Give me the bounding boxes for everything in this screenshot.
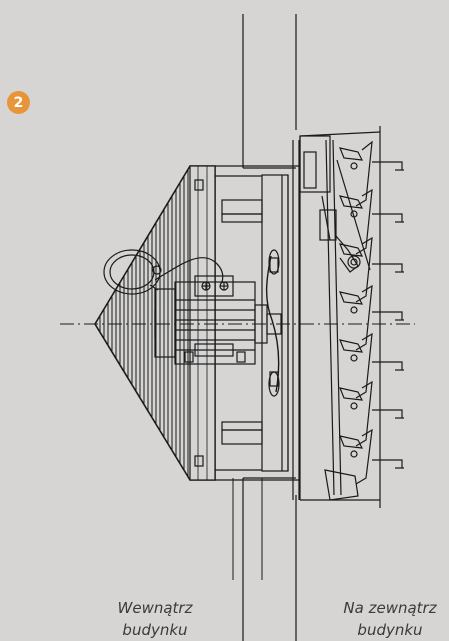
fan-housing: [215, 140, 300, 500]
label-outside-building: Na zewnątrz budynku: [328, 597, 449, 641]
label-inside-line2: budynku: [122, 621, 188, 639]
cable: [103, 249, 224, 295]
label-inside-line1: Wewnątrz: [117, 599, 193, 617]
figure-number-badge: 2: [7, 91, 30, 114]
shutter-slats: [339, 140, 404, 485]
label-outside-line1: Na zewnątrz: [343, 599, 437, 617]
label-outside-line2: budynku: [357, 621, 423, 639]
shutter-frame: [299, 126, 381, 508]
wall-lines: [242, 14, 297, 641]
motor: [154, 275, 282, 365]
shutter-linkage: [321, 195, 361, 273]
label-inside-building: Wewnątrz budynku: [100, 597, 210, 641]
fan-blade: [265, 249, 280, 397]
